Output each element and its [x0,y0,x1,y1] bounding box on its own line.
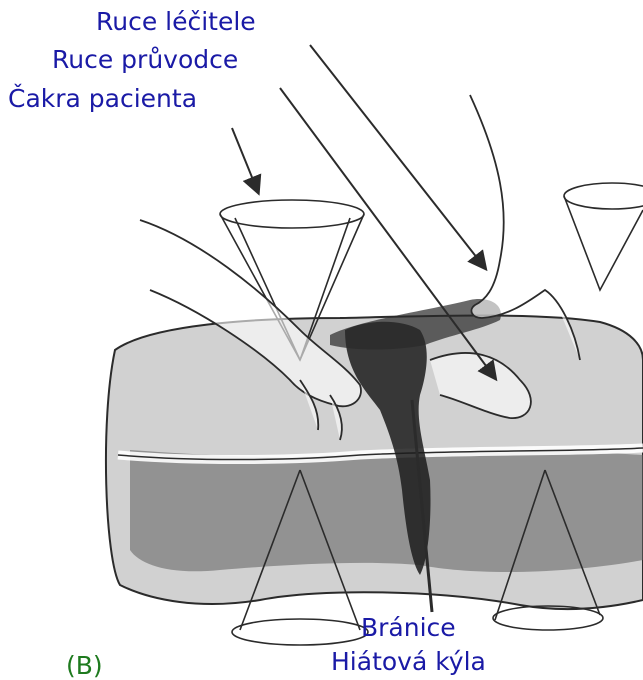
pointer-hands-healer [310,45,485,268]
label-hiatal-hernia: Hiátová kýla [331,648,486,676]
chakra-funnel-right [564,183,643,290]
label-diaphragm: Bránice [361,614,456,642]
panel-label: (B) [66,652,103,680]
label-patient-chakra: Čakra pacienta [8,85,197,113]
label-hands-healer: Ruce léčitele [96,8,256,36]
label-hands-guide: Ruce průvodce [52,46,238,74]
abdomen-shading [130,450,643,572]
pointer-patient-chakra [232,128,258,192]
